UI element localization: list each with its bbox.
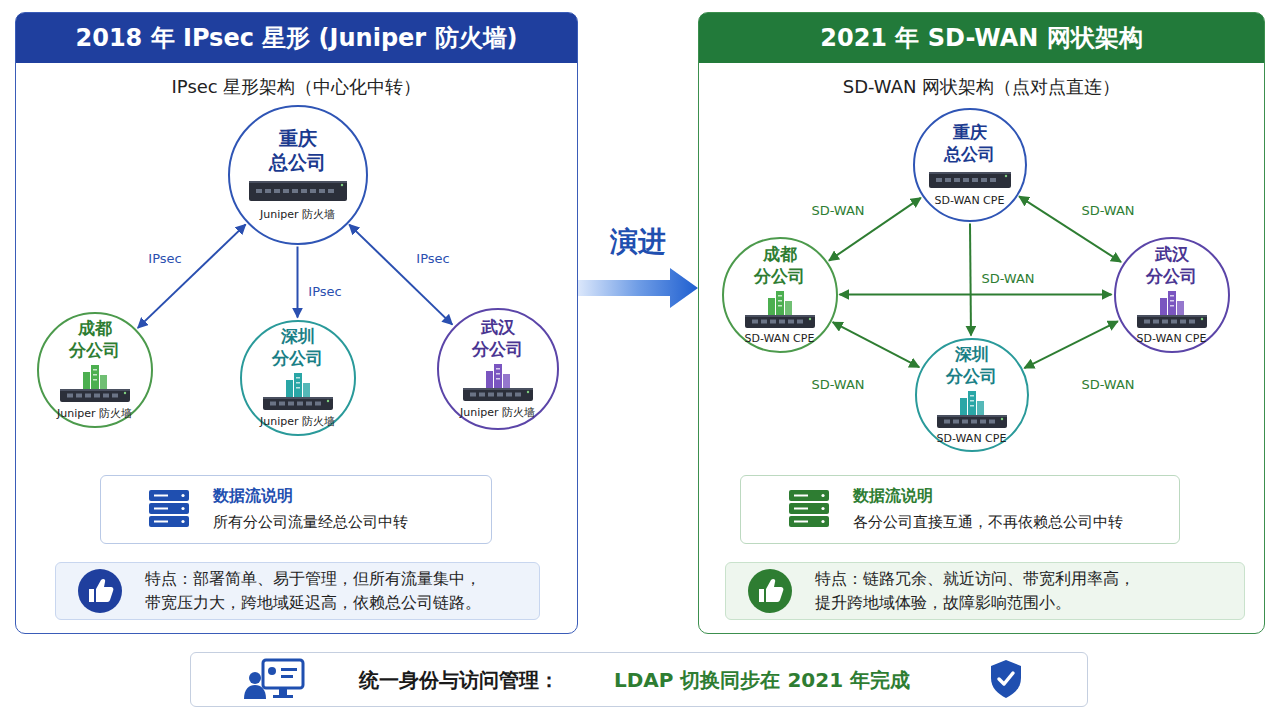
branch-building-device xyxy=(460,363,536,403)
site-name: 重庆 总公司 xyxy=(941,122,999,165)
device-label: SD-WAN CPE xyxy=(745,332,815,345)
evolution-label: 演进 xyxy=(610,223,666,261)
data-flow-box: 数据流说明所有分公司流量经总公司中转 xyxy=(100,475,492,544)
panel-subtitle: IPsec 星形架构（中心化中转） xyxy=(16,75,577,99)
site-circle: 武汉 分公司 Juniper 防火墙 xyxy=(437,308,559,430)
link-label: IPsec xyxy=(414,251,451,266)
link-connector xyxy=(1024,321,1118,368)
link-label: IPsec xyxy=(146,251,183,266)
link-label: SD-WAN xyxy=(1079,377,1136,392)
site-name: 重庆 总公司 xyxy=(265,127,330,175)
link-connector xyxy=(349,225,452,325)
evolution-arrow xyxy=(578,268,698,308)
site-circle: 成都 分公司 SD-WAN CPE xyxy=(722,237,838,353)
link-connector xyxy=(970,224,971,336)
user-monitor-icon xyxy=(243,657,307,703)
site-circle: 重庆 总公司 Juniper 防火墙 xyxy=(228,105,368,245)
branch-building-device xyxy=(934,390,1010,430)
link-label: SD-WAN xyxy=(1079,203,1136,218)
device-label: SD-WAN CPE xyxy=(1137,332,1207,345)
device-label: SD-WAN CPE xyxy=(937,432,1007,445)
branch-building-device xyxy=(742,290,818,330)
branch-building-device xyxy=(260,372,336,412)
link-label: SD-WAN xyxy=(809,377,866,392)
identity-label: 统一身份与访问管理： xyxy=(359,666,559,693)
panel-title: 2018 年 IPsec 星形 (Juniper 防火墙) xyxy=(75,22,517,54)
device-label: Juniper 防火墙 xyxy=(260,414,335,429)
data-flow-title: 数据流说明 xyxy=(213,486,408,507)
site-circle: 武汉 分公司 SD-WAN CPE xyxy=(1114,237,1230,353)
site-circle: 深圳 分公司 Juniper 防火墙 xyxy=(240,320,356,436)
panel-title: 2021 年 SD-WAN 网状架构 xyxy=(820,22,1142,54)
feature-text: 特点：部署简单、易于管理，但所有流量集中，带宽压力大，跨地域延迟高，依赖总公司链… xyxy=(145,567,485,615)
thumb-icon xyxy=(78,569,122,613)
branch-building-device xyxy=(57,364,133,404)
site-name: 成都 分公司 xyxy=(66,318,124,361)
device-label: Juniper 防火墙 xyxy=(57,406,132,421)
data-flow-body: 所有分公司流量经总公司中转 xyxy=(213,513,408,532)
panel-subtitle: SD-WAN 网状架构（点对点直连） xyxy=(699,75,1264,99)
link-connector xyxy=(297,247,299,318)
thumb-icon xyxy=(748,569,792,613)
site-name: 武汉 分公司 xyxy=(1143,244,1201,287)
link-label: IPsec xyxy=(306,284,343,299)
identity-bar: 统一身份与访问管理： LDAP 切换同步在 2021 年完成 xyxy=(190,652,1088,707)
data-flow-title: 数据流说明 xyxy=(853,486,1123,507)
data-flow-body: 各分公司直接互通，不再依赖总公司中转 xyxy=(853,513,1123,532)
site-name: 武汉 分公司 xyxy=(469,317,527,360)
link-connector xyxy=(829,198,921,261)
panel-header-band: 2021 年 SD-WAN 网状架构 xyxy=(699,13,1264,63)
panel-header-band: 2018 年 IPsec 星形 (Juniper 防火墙) xyxy=(16,13,577,63)
device-label: SD-WAN CPE xyxy=(935,194,1005,207)
link-connector xyxy=(138,224,246,328)
shield-check-icon xyxy=(988,658,1024,700)
data-flow-text: 数据流说明各分公司直接互通，不再依赖总公司中转 xyxy=(853,486,1123,532)
feature-box: 特点：部署简单、易于管理，但所有流量集中，带宽压力大，跨地域延迟高，依赖总公司链… xyxy=(55,562,540,620)
firewall-device xyxy=(248,177,348,205)
data-flow-text: 数据流说明所有分公司流量经总公司中转 xyxy=(213,486,408,532)
server-icon xyxy=(147,489,191,529)
branch-building-device xyxy=(1134,290,1210,330)
server-icon xyxy=(787,489,831,529)
feature-box: 特点：链路冗余、就近访问、带宽利用率高，提升跨地域体验，故障影响范围小。 xyxy=(725,562,1245,620)
link-label: SD-WAN xyxy=(979,271,1036,286)
site-circle: 成都 分公司 Juniper 防火墙 xyxy=(37,312,153,428)
link-connector xyxy=(840,294,1112,296)
link-connector xyxy=(833,322,920,367)
site-name: 深圳 分公司 xyxy=(269,326,327,369)
device-label: Juniper 防火墙 xyxy=(260,207,335,222)
identity-status: LDAP 切换同步在 2021 年完成 xyxy=(614,666,910,693)
data-flow-box: 数据流说明各分公司直接互通，不再依赖总公司中转 xyxy=(740,475,1180,544)
feature-text: 特点：链路冗余、就近访问、带宽利用率高，提升跨地域体验，故障影响范围小。 xyxy=(815,567,1145,615)
architecture-panel: 2018 年 IPsec 星形 (Juniper 防火墙) IPsec 星形架构（… xyxy=(15,12,578,634)
site-name: 成都 分公司 xyxy=(751,244,809,287)
site-circle: 重庆 总公司 SD-WAN CPE xyxy=(913,108,1027,222)
link-label: SD-WAN xyxy=(809,203,866,218)
firewall-device xyxy=(928,168,1012,192)
site-name: 深圳 分公司 xyxy=(943,344,1001,387)
architecture-panel: 2021 年 SD-WAN 网状架构 SD-WAN 网状架构（点对点直连） 重庆 总… xyxy=(698,12,1265,634)
site-circle: 深圳 分公司 SD-WAN CPE xyxy=(915,338,1029,452)
link-connector xyxy=(1019,196,1121,262)
device-label: Juniper 防火墙 xyxy=(460,405,535,420)
